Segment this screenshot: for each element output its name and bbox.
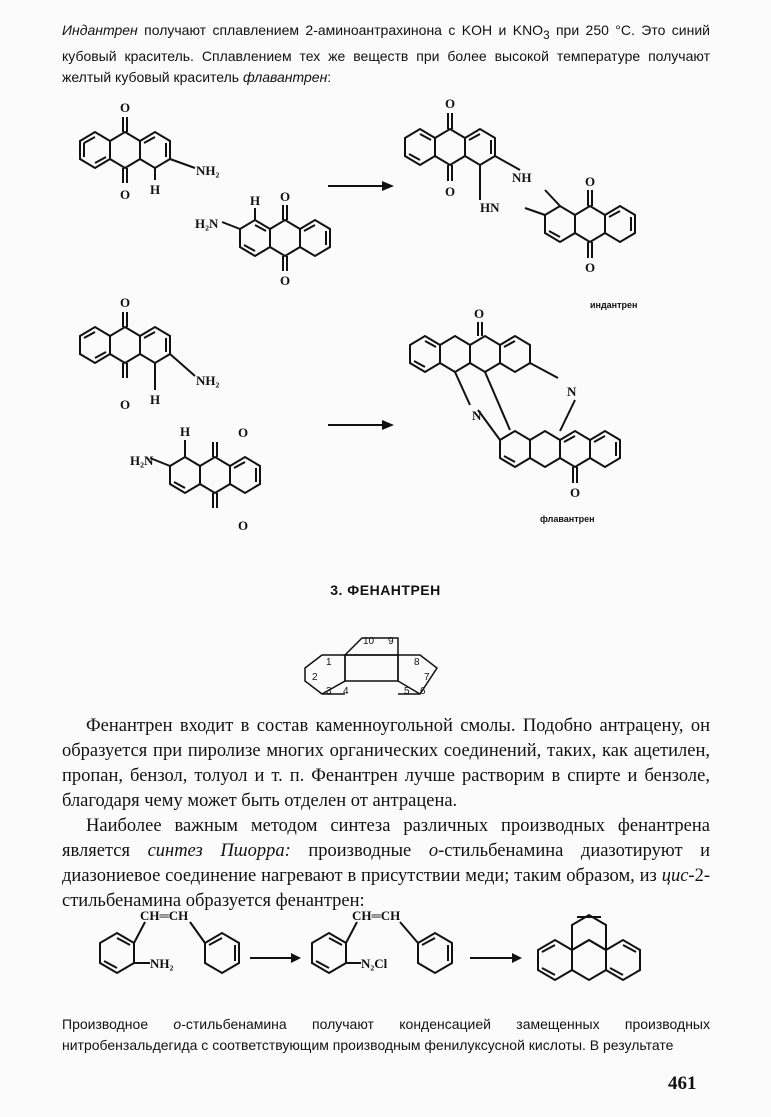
r1-atom-o-bottom: O: [120, 187, 130, 202]
r2b-atom-o-top: O: [238, 425, 248, 440]
r3-group-ch-ch-1: CH═CH: [140, 908, 188, 923]
product-flavanthrene: [409, 322, 621, 483]
r2-group-h2n: H₂N: [130, 453, 154, 468]
r1p-atom-o-2: O: [445, 184, 455, 199]
r1p-group-nh: NH: [512, 170, 532, 185]
section-heading: 3. ФЕНАНТРЕН: [330, 582, 441, 598]
intro-text-2: при 250 °C. Это синий кубовый краситель.…: [62, 22, 711, 85]
paragraph-2: Наиболее важным методом синтеза различны…: [62, 814, 710, 914]
r2p-atom-o-bottom: O: [570, 485, 580, 500]
number-9: 9: [388, 636, 394, 647]
r2p-atom-o-top: O: [474, 306, 484, 321]
r1-group-h2n: H₂N: [195, 216, 219, 231]
reactant-cis-2-stilbenamine: [99, 921, 240, 975]
r2-atom-o-bottom: O: [120, 397, 130, 412]
reaction-arrow-4: [470, 953, 522, 963]
r2-group-nh2: NH₂: [196, 373, 220, 388]
r1-atom-h: H: [150, 182, 160, 197]
intro-subscript: 3: [543, 28, 550, 42]
reactant-2-aminoanthraquinone-4: [149, 440, 261, 508]
page-number: 461: [668, 1073, 697, 1094]
number-5: 5: [404, 686, 410, 697]
product-indanthrene: [404, 113, 636, 258]
bottom-ortho: о: [173, 1016, 182, 1032]
intermediate-diazonium: [311, 921, 453, 975]
number-2: 2: [312, 672, 318, 683]
r3-group-ch-ch-2: CH═CH: [352, 908, 400, 923]
r1b-atom-o-top: O: [280, 189, 290, 204]
reactant-2-aminoanthraquinone-2: [221, 205, 331, 271]
r2-atom-h: H: [150, 392, 160, 407]
r1-atom-o-top: O: [120, 100, 130, 115]
r1-group-nh2: NH₂: [196, 163, 220, 178]
r1b-atom-h: H: [250, 193, 260, 208]
r1p-atom-o-1: O: [445, 96, 455, 111]
indanthrene-term: Индантрен: [62, 22, 138, 38]
r2b-atom-o-bottom: O: [238, 518, 248, 533]
p2-text-4: -2-стильбенамина образуется фенантрен:: [62, 866, 710, 911]
number-8: 8: [414, 657, 420, 668]
r1p-group-hn: HN: [480, 200, 500, 215]
number-1: 1: [326, 657, 332, 668]
cis-term: цис: [661, 866, 689, 886]
number-3: 3: [326, 686, 332, 697]
r3-group-nh2: NH₂: [150, 956, 174, 971]
number-7: 7: [424, 672, 430, 683]
intro-paragraph: Индантрен получают сплавлением 2-аминоан…: [62, 20, 710, 88]
r2-atom-o-top: O: [120, 295, 130, 310]
intro-text-3: :: [327, 68, 332, 85]
reactant-2-aminoanthraquinone-3: [79, 312, 196, 390]
product-phenanthrene: [537, 913, 641, 982]
number-6: 6: [420, 686, 426, 697]
r2p-atom-n-left: N: [472, 408, 482, 423]
caption-indanthrene: индантрен: [590, 300, 638, 310]
p2-text-3: -стильбенамина диазотируют и диазониевое…: [62, 841, 711, 886]
number-10: 10: [363, 636, 375, 647]
r3-group-n2cl: N₂Cl: [361, 956, 388, 971]
r2p-atom-n-right: N: [567, 384, 577, 399]
r1p-atom-o-3: O: [585, 174, 595, 189]
reactant-2-aminoanthraquinone-1: [79, 117, 196, 183]
ortho-term: о: [428, 841, 439, 861]
pschorr-term: синтез Пшорра:: [147, 841, 291, 861]
reaction-arrow-3: [250, 953, 301, 963]
r1p-atom-o-4: O: [585, 260, 595, 275]
caption-flavanthrene: флавантрен: [540, 514, 595, 524]
bottom-text-1: Производное: [62, 1016, 174, 1032]
p2-text-1: Наиболее важным методом синтеза различны…: [62, 816, 710, 861]
p2-text-2: производные: [290, 841, 429, 861]
reaction-arrow-2: [328, 420, 394, 430]
flavanthrene-term: флавантрен: [242, 68, 328, 85]
paragraph-1: Фенантрен входит в состав каменноугольно…: [62, 716, 710, 811]
bottom-text-2: -стильбенамина получают конденсацией зам…: [62, 1016, 710, 1053]
bottom-paragraph: Производное о-стильбенамина получают кон…: [62, 1014, 710, 1056]
r2b-atom-h: H: [180, 424, 190, 439]
intro-text-1: получают сплавлением 2-аминоантрахинона …: [137, 22, 544, 38]
number-4: 4: [343, 686, 349, 697]
r1b-atom-o-bottom: O: [280, 273, 290, 288]
reaction-arrow-1: [328, 181, 394, 191]
phenanthrene-structure: [304, 637, 439, 696]
